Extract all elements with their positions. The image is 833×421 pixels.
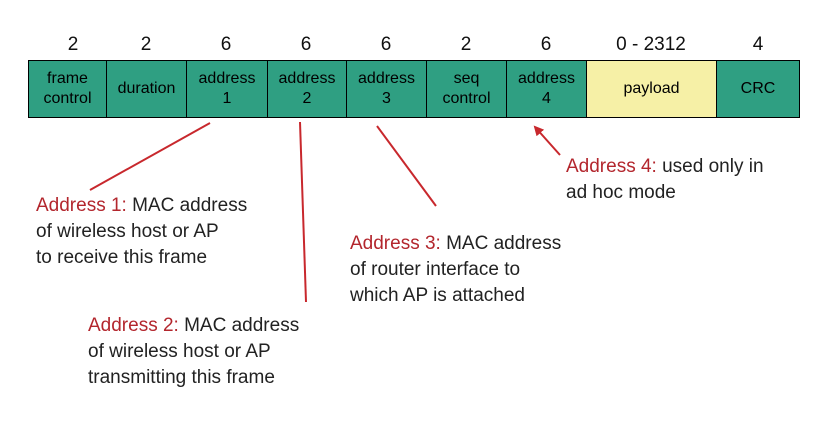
annotation-address-2-text1: MAC address xyxy=(178,315,300,336)
annotation-address-4: Address 4: used only in ad hoc mode xyxy=(566,154,764,206)
connector-address-2 xyxy=(299,121,307,303)
annotation-address-2-line1: Address 2: MAC address xyxy=(88,313,299,339)
annotation-address-3-line2: of router interface to xyxy=(350,259,521,280)
annotation-address-2-line2: of wireless host or AP xyxy=(88,341,271,362)
annotation-address-2-line3: transmitting this frame xyxy=(88,367,275,388)
field-size-payload: 0 - 2312 xyxy=(616,34,686,55)
annotation-address-1-line3: to receive this frame xyxy=(36,247,208,268)
field-address-1: address 1 xyxy=(186,60,268,118)
annotation-address-4-text1: used only in xyxy=(656,156,764,177)
connector-address-4 xyxy=(533,125,561,156)
field-size-seq-control: 2 xyxy=(460,34,472,55)
field-address-4: address 4 xyxy=(506,60,587,118)
annotation-address-3-title: Address 3: xyxy=(350,233,441,254)
field-size-address-3: 6 xyxy=(380,34,392,55)
field-duration: duration xyxy=(106,60,187,118)
field-frame-control: frame control xyxy=(28,60,107,118)
field-size-frame-control: 2 xyxy=(67,34,79,55)
annotation-address-3-text1: MAC address xyxy=(440,233,562,254)
annotation-address-4-line1: Address 4: used only in xyxy=(566,154,764,180)
field-payload: payload xyxy=(586,60,717,118)
annotation-address-3: Address 3: MAC address of router interfa… xyxy=(350,231,561,309)
annotation-address-1: Address 1: MAC address of wireless host … xyxy=(36,193,247,271)
annotation-address-3-line3: which AP is attached xyxy=(350,285,525,306)
annotation-address-4-line2: ad hoc mode xyxy=(566,182,676,203)
connector-address-1 xyxy=(89,122,211,191)
field-size-address-2: 6 xyxy=(300,34,312,55)
annotation-address-1-text1: MAC address xyxy=(126,195,248,216)
annotation-address-2-title: Address 2: xyxy=(88,315,179,336)
field-size-crc: 4 xyxy=(752,34,764,55)
annotation-address-4-title: Address 4: xyxy=(566,156,657,177)
annotation-address-1-title: Address 1: xyxy=(36,195,127,216)
field-crc: CRC xyxy=(716,60,800,118)
annotation-address-3-line1: Address 3: MAC address xyxy=(350,231,561,257)
annotation-address-2: Address 2: MAC address of wireless host … xyxy=(88,313,299,391)
field-seq-control: seq control xyxy=(426,60,507,118)
annotation-address-1-line1: Address 1: MAC address xyxy=(36,193,247,219)
field-size-duration: 2 xyxy=(140,34,152,55)
annotation-address-1-line2: of wireless host or AP xyxy=(36,221,219,242)
connector-address-3 xyxy=(376,125,437,207)
field-address-3: address 3 xyxy=(346,60,427,118)
field-size-address-4: 6 xyxy=(540,34,552,55)
field-size-address-1: 6 xyxy=(220,34,232,55)
field-address-2: address 2 xyxy=(267,60,347,118)
